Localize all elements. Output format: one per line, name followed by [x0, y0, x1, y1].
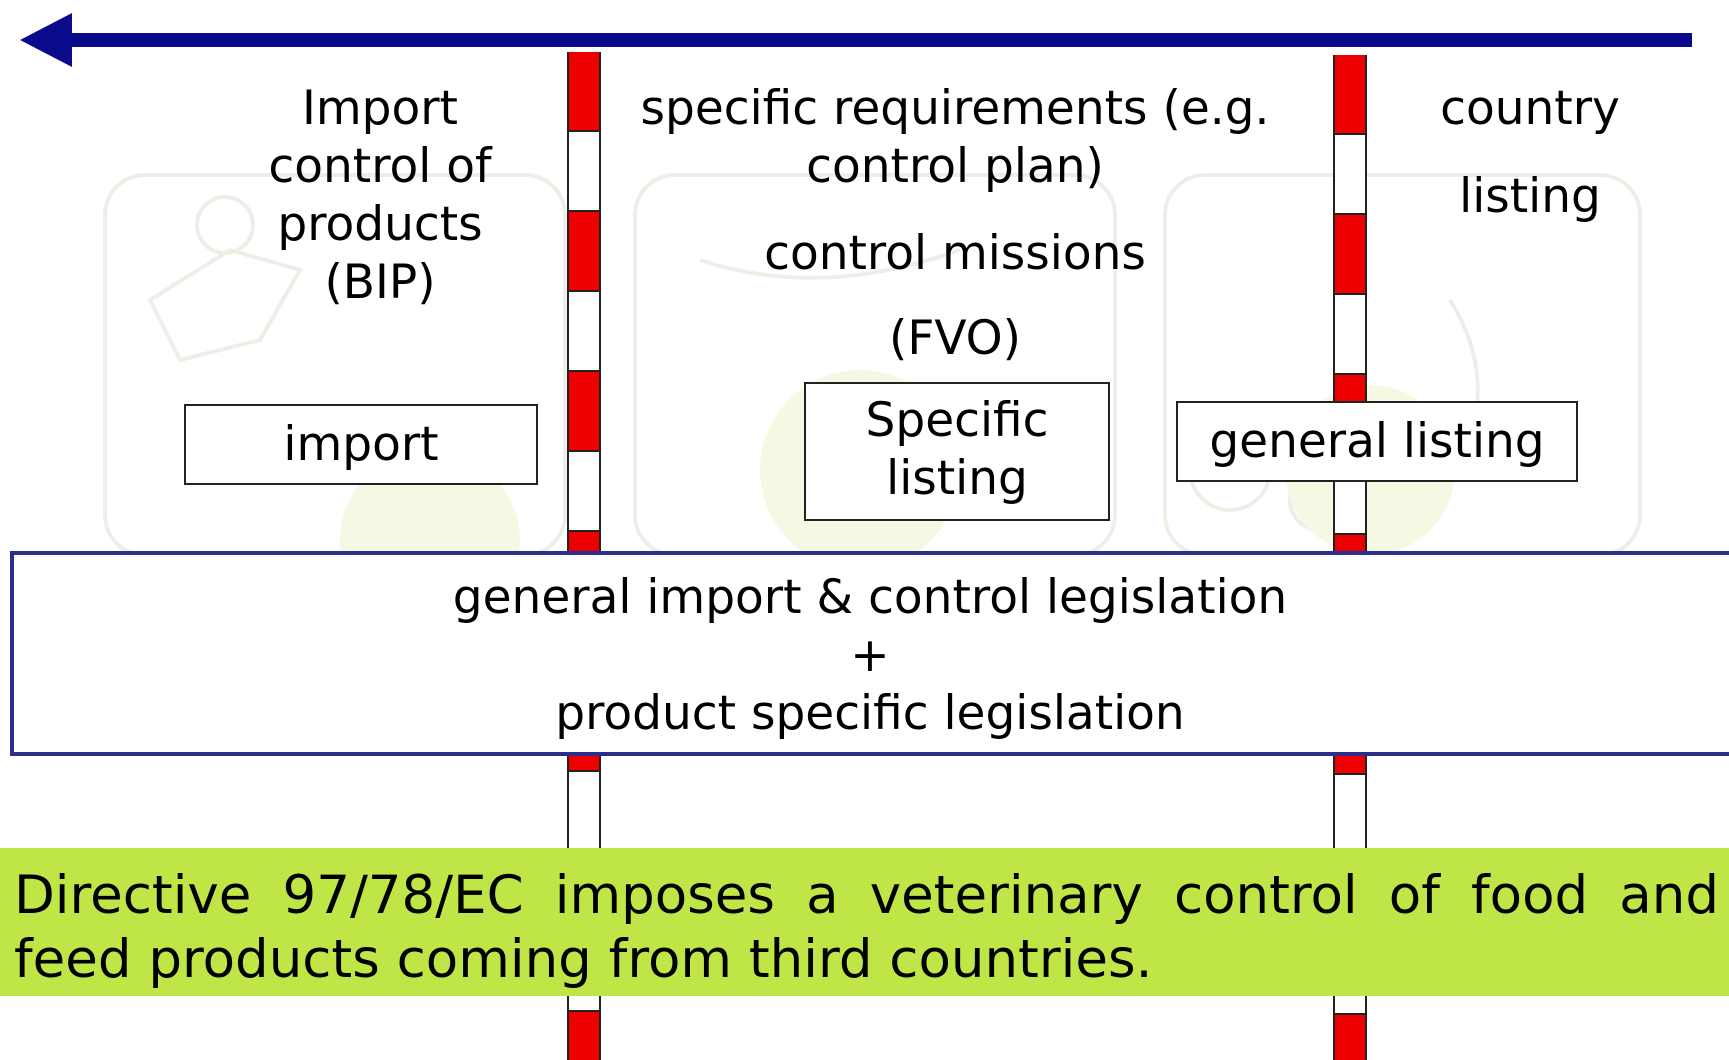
import-control-line: products — [277, 197, 483, 252]
fvo-text: (FVO) — [888, 311, 1022, 366]
specific-listing-line: listing — [886, 451, 1028, 506]
listing-text: listing — [1459, 169, 1601, 224]
import-control-line: Import — [302, 81, 458, 136]
specific-requirements-line: specific requirements (e.g. — [640, 81, 1270, 136]
import-box: import — [184, 404, 538, 485]
import-control-text: Import control of products (BIP) — [235, 80, 525, 312]
specific-listing-line: Specific — [865, 393, 1049, 448]
legislation-box: general import & control legislation + p… — [10, 551, 1729, 756]
legislation-line-product: product specific legislation — [555, 686, 1185, 741]
import-control-line: control of — [268, 139, 492, 194]
control-missions-text: control missions — [764, 226, 1146, 281]
country-text: country — [1440, 81, 1620, 136]
specific-listing-box: Specific listing — [804, 382, 1110, 521]
import-control-line: (BIP) — [324, 255, 436, 310]
legislation-line-general: general import & control legislation — [452, 570, 1288, 625]
arrow-left-icon — [20, 13, 1692, 67]
directive-line-2: feed products coming from third countrie… — [14, 929, 1153, 990]
directive-line-1: Directive 97/78/EC imposes a veterinary … — [14, 865, 1719, 926]
specific-requirements-text: specific requirements (e.g. control plan… — [615, 80, 1295, 196]
legislation-plus: + — [850, 628, 890, 683]
general-listing-box: general listing — [1176, 401, 1578, 482]
directive-banner: Directive 97/78/EC imposes a veterinary … — [0, 848, 1729, 996]
specific-requirements-line: control plan) — [806, 139, 1104, 194]
